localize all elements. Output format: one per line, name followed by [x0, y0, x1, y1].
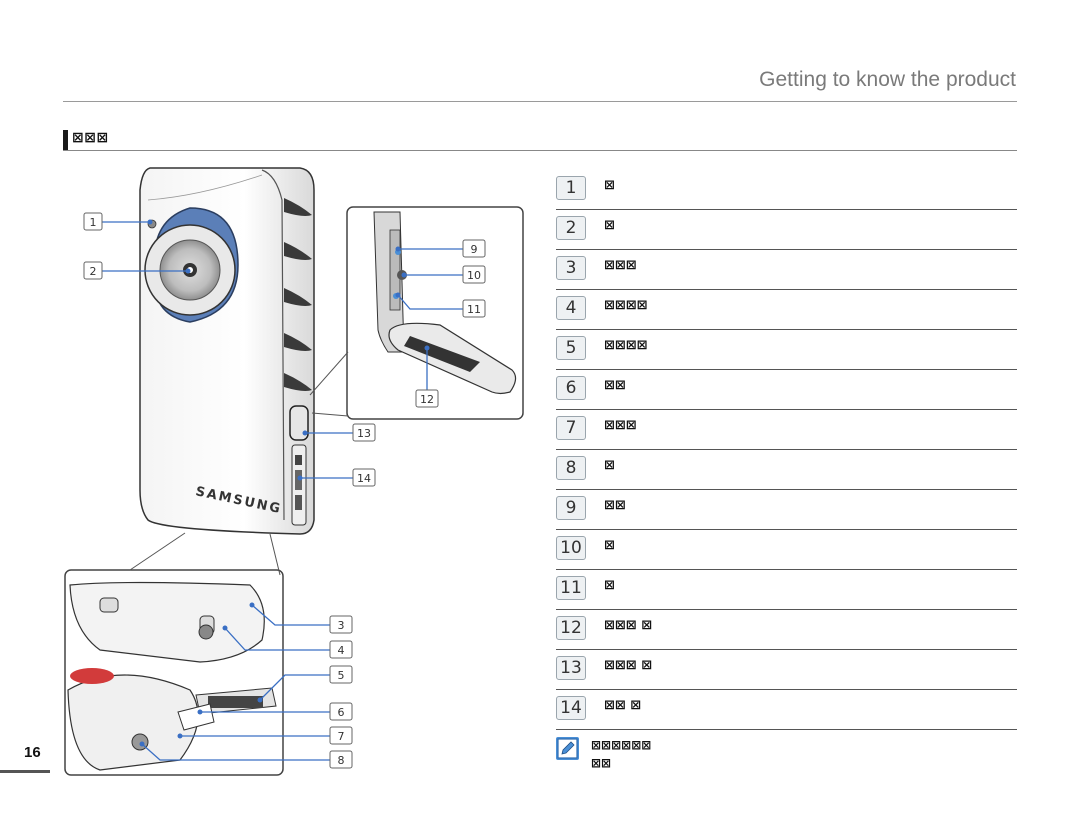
section-title: ⊠⊠⊠: [72, 130, 109, 146]
part-label: ⊠⊠⊠: [604, 258, 637, 273]
part-number-badge: 14: [556, 696, 586, 720]
list-item: 4 ⊠⊠⊠⊠: [556, 290, 1017, 330]
part-number-badge: 7: [556, 416, 586, 440]
part-label: ⊠⊠: [604, 498, 626, 513]
list-item: 14 ⊠⊠ ⊠: [556, 690, 1017, 730]
part-number-badge: 5: [556, 336, 586, 360]
callout-4: 4: [338, 644, 345, 657]
part-label: ⊠⊠⊠ ⊠: [604, 658, 653, 673]
list-item: 6 ⊠⊠: [556, 370, 1017, 410]
page-number: 16: [24, 744, 41, 761]
part-label: ⊠⊠ ⊠: [604, 698, 642, 713]
page-number-rule: [0, 770, 50, 773]
callout-12: 12: [420, 393, 434, 406]
part-label: ⊠: [604, 458, 615, 473]
part-number-badge: 8: [556, 456, 586, 480]
part-number-badge: 1: [556, 176, 586, 200]
list-item: 11 ⊠: [556, 570, 1017, 610]
memory-card-inset: [309, 206, 524, 420]
list-item: 2⊠: [556, 210, 1017, 250]
list-item: 3 ⊠⊠⊠: [556, 250, 1017, 290]
part-number-badge: 11: [556, 576, 586, 600]
list-item: 8⊠: [556, 450, 1017, 490]
callout-3: 3: [338, 619, 345, 632]
callout-labels: 1 2 3 4 5 6 7 8 9 10 11 12 13 14: [83, 212, 486, 769]
camcorder-illustration: SAMSUNG: [64, 167, 524, 776]
part-number-badge: 3: [556, 256, 586, 280]
callout-2: 2: [90, 265, 97, 278]
callout-6: 6: [338, 706, 345, 719]
list-item: 9 ⊠⊠: [556, 490, 1017, 530]
part-label: ⊠⊠⊠ ⊠: [604, 618, 653, 633]
part-number-badge: 12: [556, 616, 586, 640]
list-item: 1⊠: [556, 170, 1017, 210]
list-item: 7 ⊠⊠⊠: [556, 410, 1017, 450]
part-label: ⊠⊠⊠: [604, 418, 637, 433]
part-number-badge: 10: [556, 536, 586, 560]
callout-dots: [139, 219, 430, 747]
callout-11: 11: [467, 303, 481, 316]
callout-5: 5: [338, 669, 345, 682]
callout-10: 10: [467, 269, 481, 282]
callout-9: 9: [471, 243, 478, 256]
part-number-badge: 2: [556, 216, 586, 240]
callout-13: 13: [357, 427, 371, 440]
callout-7: 7: [338, 730, 345, 743]
part-number-badge: 4: [556, 296, 586, 320]
list-item: 10 ⊠: [556, 530, 1017, 570]
part-label: ⊠: [604, 578, 615, 593]
part-label: ⊠⊠⊠⊠: [604, 298, 648, 313]
callout-lines: [102, 221, 463, 761]
part-label: ⊠: [604, 218, 615, 233]
header-divider: [63, 101, 1017, 102]
note-pencil-icon: [556, 737, 579, 760]
part-number-badge: 9: [556, 496, 586, 520]
part-number-badge: 6: [556, 376, 586, 400]
part-number-badge: 13: [556, 656, 586, 680]
page-header-title: Getting to know the product: [759, 68, 1016, 91]
callout-1: 1: [90, 216, 97, 229]
parts-list: 1⊠ 2⊠ 3⊠⊠⊠ 4⊠⊠⊠⊠ 5⊠⊠⊠⊠ 6⊠⊠ 7⊠⊠⊠ 8⊠ 9⊠⊠ 1…: [556, 170, 1017, 730]
list-item: 12 ⊠⊠⊠ ⊠: [556, 610, 1017, 650]
list-item: 5 ⊠⊠⊠⊠: [556, 330, 1017, 370]
section-marker: [63, 130, 68, 150]
section-divider: [63, 150, 1017, 151]
part-label: ⊠⊠: [604, 378, 626, 393]
list-item: 13 ⊠⊠⊠ ⊠: [556, 650, 1017, 690]
callout-14: 14: [357, 472, 371, 485]
part-label: ⊠: [604, 178, 615, 193]
bottom-view-inset: [64, 532, 284, 776]
part-label: ⊠⊠⊠⊠: [604, 338, 648, 353]
note-text-line-2: ⊠⊠: [591, 756, 612, 770]
part-label: ⊠: [604, 538, 615, 553]
note-text-line-1: ⊠⊠⊠⊠⊠⊠: [591, 738, 652, 752]
callout-8: 8: [338, 754, 345, 767]
